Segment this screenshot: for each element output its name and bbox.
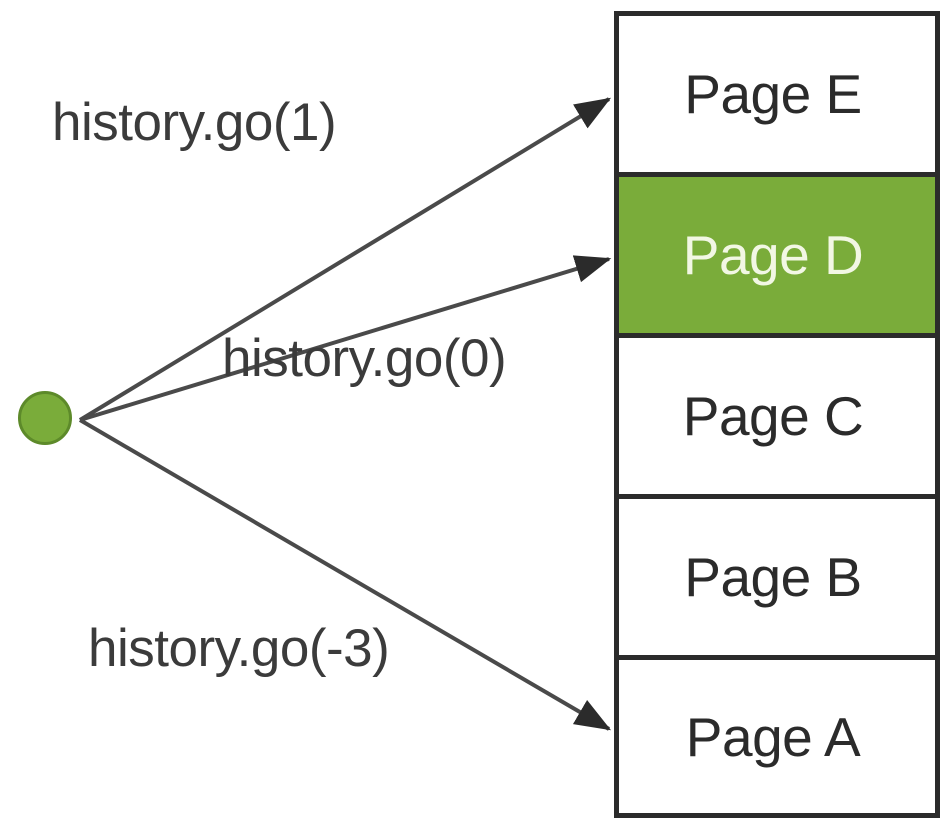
edge-go-minus-3-line (78, 418, 612, 731)
edge-go1-line (78, 97, 612, 422)
stack-entry-label: Page E (684, 63, 862, 125)
stack-entry-label: Page C (682, 385, 864, 447)
stack-entry-label: Page A (685, 705, 861, 768)
stack-entry-page-d[interactable]: Page D (619, 177, 935, 338)
history-stack: Page E Page D Page C Page B Page A (614, 11, 940, 818)
stack-entry-page-a[interactable]: Page A (619, 660, 935, 813)
edge-label-go-forward-1: history.go(1) (52, 93, 337, 152)
stack-entry-label: Page B (684, 546, 862, 608)
stack-entry-page-c[interactable]: Page C (619, 338, 935, 499)
stack-entry-page-b[interactable]: Page B (619, 499, 935, 660)
edge-go0-line (79, 255, 612, 422)
current-position-node[interactable] (18, 391, 72, 445)
edge-label-go-back-3: history.go(-3) (88, 619, 390, 678)
stack-entry-page-e[interactable]: Page E (619, 16, 935, 177)
edge-label-go-zero: history.go(0) (222, 329, 507, 388)
stack-entry-label: Page D (682, 224, 864, 286)
